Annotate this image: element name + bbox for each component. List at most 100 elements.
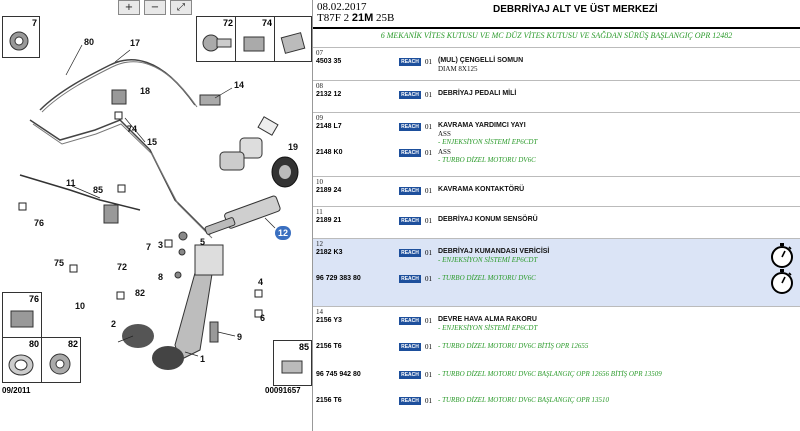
part-title: DEBRİYAJ KUMANDASI VERİCİSİ — [438, 248, 550, 255]
callout-4[interactable]: 4 — [258, 277, 264, 287]
header-vehicle-code: T87F 2 21M 25B — [317, 12, 394, 24]
part-number[interactable]: 96 745 942 80 — [316, 371, 361, 378]
part-number[interactable]: 2148 L7 — [316, 123, 342, 130]
part-description: ASS- TURBO DİZEL MOTORU DV6C — [438, 148, 536, 164]
part-description: - TURBO DİZEL MOTORU DV6C BAŞLANGIÇ OPR … — [438, 396, 609, 404]
part-quantity: 01 — [425, 58, 432, 66]
inset-82-number: 82 — [67, 339, 78, 349]
section-ref-number: 14 — [316, 308, 323, 316]
part-number[interactable]: 2156 T6 — [316, 397, 342, 404]
callout-17[interactable]: 17 — [130, 38, 141, 48]
reach-badge[interactable]: REACH — [399, 249, 421, 257]
part-number[interactable]: 96 729 383 80 — [316, 275, 361, 282]
callout-85[interactable]: 85 — [93, 185, 104, 195]
callout-2[interactable]: 2 — [111, 319, 117, 329]
part-number[interactable]: 2156 Y3 — [316, 317, 342, 324]
callout-19[interactable]: 19 — [288, 142, 299, 152]
callout-10[interactable]: 10 — [75, 301, 86, 311]
exploded-diagram-panel: + − ⤢ — [0, 0, 313, 431]
clamp-icon — [281, 360, 303, 374]
labour-time-icon[interactable] — [768, 241, 796, 269]
header-divider — [313, 27, 800, 29]
code-suffix: 25B — [373, 12, 395, 24]
part-number[interactable]: 4503 35 — [316, 58, 342, 65]
callout-75[interactable]: 75 — [54, 258, 65, 268]
reach-badge[interactable]: REACH — [399, 149, 421, 157]
inset-80-number: 80 — [28, 339, 39, 349]
inset-72-number: 72 — [222, 18, 233, 28]
part-number[interactable]: 2156 T6 — [316, 343, 342, 350]
callout-76[interactable]: 76 — [34, 218, 45, 228]
part-quantity: 01 — [425, 275, 432, 283]
callout-72[interactable]: 72 — [117, 262, 128, 272]
part-description: DEBRİYAJ KONUM SENSÖRÜ — [438, 216, 538, 224]
part-number[interactable]: 2182 K3 — [316, 249, 343, 256]
callout-74a[interactable]: 74 — [127, 124, 138, 134]
callout-80[interactable]: 80 — [84, 37, 95, 47]
zoom-in-button[interactable]: + — [118, 0, 140, 15]
part-number[interactable]: 2189 24 — [316, 187, 342, 194]
diagram-toolbar: + − ⤢ — [118, 0, 192, 15]
callout-3[interactable]: 3 — [158, 240, 164, 250]
reach-badge[interactable]: REACH — [399, 317, 421, 325]
reach-badge[interactable]: REACH — [399, 371, 421, 379]
callout-12-highlighted[interactable]: 12 — [275, 226, 291, 240]
reach-badge[interactable]: REACH — [399, 217, 421, 225]
reach-badge[interactable]: REACH — [399, 91, 421, 99]
callout-15[interactable]: 15 — [147, 137, 158, 147]
callout-7[interactable]: 7 — [146, 242, 152, 252]
part-number[interactable]: 2148 K0 — [316, 149, 343, 156]
inset-7: 7 — [2, 16, 40, 58]
reach-badge[interactable]: REACH — [399, 123, 421, 131]
callout-18[interactable]: 18 — [140, 86, 151, 96]
reach-badge[interactable]: REACH — [399, 275, 421, 283]
part-variant-note: - TURBO DİZEL MOTORU DV6C BAŞLANGIÇ OPR … — [438, 396, 610, 404]
diagram-ref-code: 00091657 — [265, 386, 301, 395]
part-title: KAVRAMA KONTAKTÖRÜ — [438, 186, 525, 193]
reach-badge[interactable]: REACH — [399, 187, 421, 195]
part-description: KAVRAMA KONTAKTÖRÜ — [438, 186, 524, 194]
reach-badge[interactable]: REACH — [399, 343, 421, 351]
callout-8[interactable]: 8 — [158, 272, 164, 282]
parts-list-panel: 08.02.2017 T87F 2 21M 25B DEBRRİYAJ ALT … — [313, 0, 800, 431]
part-number[interactable]: 2132 12 — [316, 91, 342, 98]
inset-80: 80 — [2, 337, 42, 383]
reach-badge[interactable]: REACH — [399, 397, 421, 405]
part-variant-note: - TURBO DİZEL MOTORU DV6C BAŞLANGIÇ OPR … — [438, 370, 662, 378]
labour-time-icon[interactable] — [768, 267, 796, 295]
ring-icon — [8, 354, 34, 376]
callout-5[interactable]: 5 — [200, 237, 206, 247]
callout-6[interactable]: 6 — [260, 313, 266, 323]
zoom-out-button[interactable]: − — [144, 0, 166, 15]
zoom-fit-button[interactable]: ⤢ — [170, 0, 192, 15]
callout-1[interactable]: 1 — [200, 354, 206, 364]
callout-14[interactable]: 14 — [234, 80, 245, 90]
part-number[interactable]: 2189 21 — [316, 217, 342, 224]
screw-icon — [202, 34, 232, 52]
reach-badge[interactable]: REACH — [399, 58, 421, 66]
callout-9[interactable]: 9 — [237, 332, 243, 342]
part-quantity: 01 — [425, 91, 432, 99]
section-ref-number: 11 — [316, 208, 323, 216]
inset-74: 74 — [235, 16, 275, 62]
part-title: DEBRİYAJ KONUM SENSÖRÜ — [438, 216, 538, 223]
page-title: DEBRRİYAJ ALT VE ÜST MERKEZİ — [493, 4, 658, 15]
part-variant-note: - TURBO DİZEL MOTORU DV6C — [438, 156, 536, 164]
part-variant-note: - TURBO DİZEL MOTORU DV6C BİTİŞ OPR 1265… — [438, 342, 589, 350]
callout-82[interactable]: 82 — [135, 288, 146, 298]
callout-11[interactable]: 11 — [66, 178, 76, 188]
